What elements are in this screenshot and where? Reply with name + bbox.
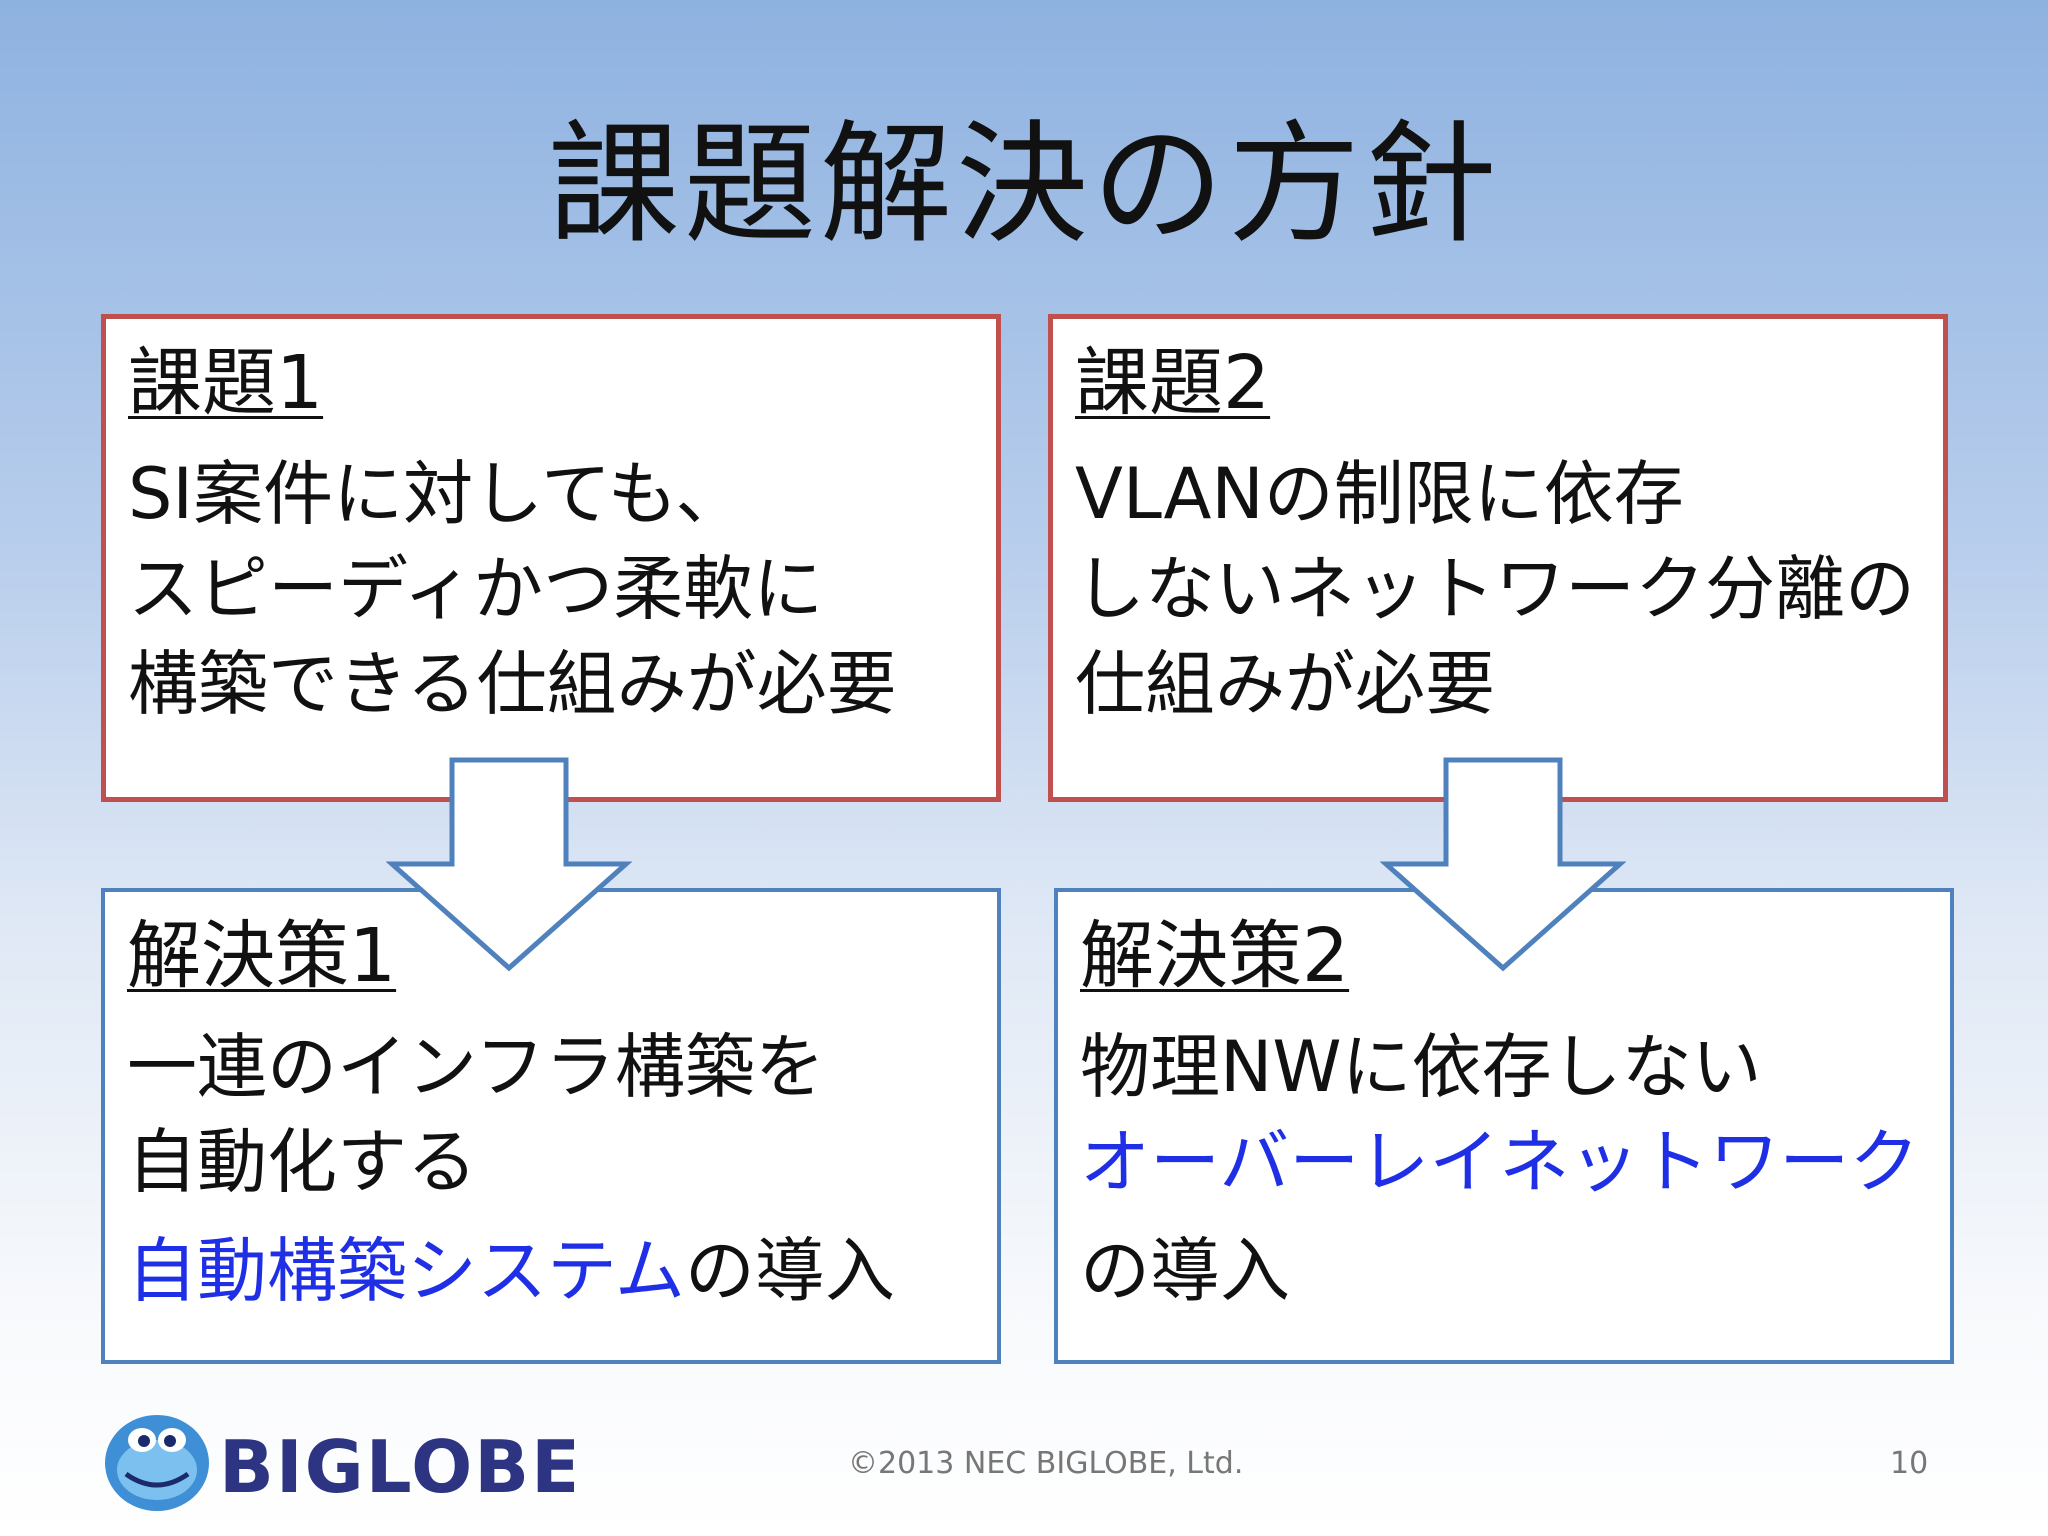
solution1-line-2: 自動化する [127, 1121, 477, 1203]
solution2-line-1: 物理NWに依存しない [1080, 1026, 1762, 1108]
problem2-line-1: VLANの制限に依存 [1075, 453, 1684, 535]
solution1-line-1: 一連のインフラ構築を [127, 1026, 825, 1108]
solution2-highlight: オーバーレイネットワーク [1080, 1121, 1920, 1203]
solution1-line-3: 自動構築システムの導入 [127, 1224, 975, 1319]
down-arrow-icon [386, 757, 632, 972]
slide-title: 課題解決の方針 [548, 108, 1500, 262]
problem1-line-1: SI案件に対しても、 [128, 453, 746, 535]
problem1-box: 課題1 SI案件に対しても、 スピーディかつ柔軟に 構築できる仕組みが必要 [101, 314, 1001, 802]
problem2-heading: 課題2 [1075, 340, 1271, 426]
page-number: 10 [1890, 1446, 1929, 1481]
problem2-line-2: しないネットワーク分離の [1075, 548, 1915, 630]
biglobe-logo: BIGLOBE [105, 1415, 574, 1511]
solution2-heading: 解決策2 [1080, 913, 1350, 999]
problem1-line-2: スピーディかつ柔軟に [128, 548, 824, 630]
solution1-box: 解決策1 一連のインフラ構築を 自動化する 自動構築システムの導入 [101, 888, 1001, 1364]
biglobe-mascot-icon [105, 1415, 209, 1511]
solution2-box: 解決策2 物理NWに依存しない オーバーレイネットワーク の導入 [1054, 888, 1954, 1364]
solution1-highlight: 自動構築システム [127, 1230, 685, 1312]
solution2-suffix: の導入 [1080, 1230, 1290, 1312]
problem1-line-3: 構築できる仕組みが必要 [128, 643, 897, 725]
problem1-heading: 課題1 [128, 340, 324, 426]
solution1-heading: 解決策1 [127, 913, 397, 999]
biglobe-wordmark: BIGLOBE [219, 1425, 574, 1509]
solution1-suffix: の導入 [684, 1230, 895, 1312]
problem2-line-3: 仕組みが必要 [1075, 643, 1495, 725]
down-arrow-icon [1380, 757, 1626, 972]
problem2-box: 課題2 VLANの制限に依存 しないネットワーク分離の 仕組みが必要 [1048, 314, 1948, 802]
copyright-text: ©2013 NEC BIGLOBE, Ltd. [848, 1446, 1244, 1481]
